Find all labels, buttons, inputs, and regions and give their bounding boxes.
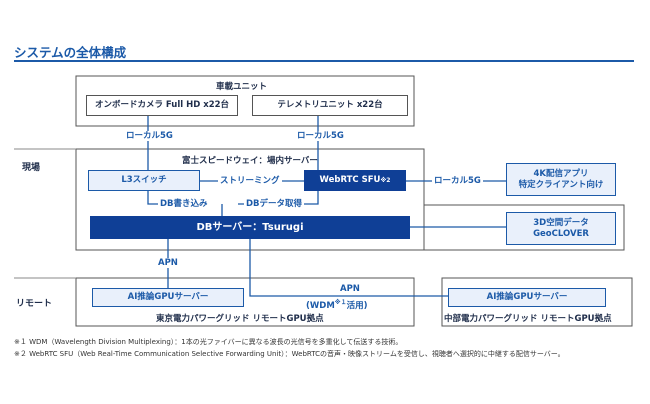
geoclover-line2: GeoCLOVER [533,228,589,239]
webrtc-sfu-box: WebRTC SFU※2 [304,170,406,191]
4k-app-line1: 4K配信アプリ [533,168,589,179]
onboard-camera-box: オンボードカメラ Full HD x22台 [86,95,238,116]
local5g-app-label: ローカル5G [432,176,483,186]
page-title: システムの全体構成 [14,45,127,60]
wdm-suffix: 活用) [346,300,368,311]
vehicle-group-label: 車載ユニット [216,82,268,92]
footnote-2: ※２ WebRTC SFU（Web Real-Time Communicatio… [14,350,565,358]
webrtc-sfu-note: ※2 [380,177,391,184]
chubu-gpu-server-box: AI推論GPUサーバー [448,288,606,307]
local5g-right-label: ローカル5G [295,131,346,141]
geoclover-line1: 3D空間データ [533,217,589,228]
4k-app-line2: 特定クライアント向け [518,179,604,190]
wdm-label: (WDM※１活用) [304,298,370,311]
db-read-label: DBデータ取得 [244,199,305,209]
title-underline [14,60,634,62]
tokyo-site-label: 東京電力パワーグリッド リモートGPU拠点 [156,314,324,324]
section-genba: 現場 [22,163,41,173]
footnote-1: ※１ WDM（Wavelength Division Multiplexing）… [14,338,403,346]
local5g-left-label: ローカル5G [124,131,175,141]
link-db-chubu [249,239,448,297]
wdm-prefix: (WDM [306,300,335,311]
webrtc-sfu-label: WebRTC SFU [319,175,381,185]
section-remote: リモート [16,299,53,309]
db-server-box: DBサーバー：Tsurugi [90,216,410,239]
db-write-label: DB書き込み [158,199,210,209]
tokyo-gpu-server-box: AI推論GPUサーバー [92,288,244,307]
l3-switch-box: L3スイッチ [88,170,200,191]
telemetry-unit-box: テレメトリユニット x22台 [252,95,408,116]
apn-chubu-label: APN [338,284,362,294]
venue-group-label: 富士スピードウェイ：場内サーバー [182,156,318,166]
wdm-note: ※１ [334,299,347,306]
geoclover-box: 3D空間データ GeoCLOVER [506,212,616,245]
chubu-site-label: 中部電力パワーグリッド リモートGPU拠点 [444,314,612,324]
apn-tokyo-label: APN [156,258,180,268]
4k-app-box: 4K配信アプリ 特定クライアント向け [506,163,616,196]
streaming-label: ストリーミング [218,176,282,186]
